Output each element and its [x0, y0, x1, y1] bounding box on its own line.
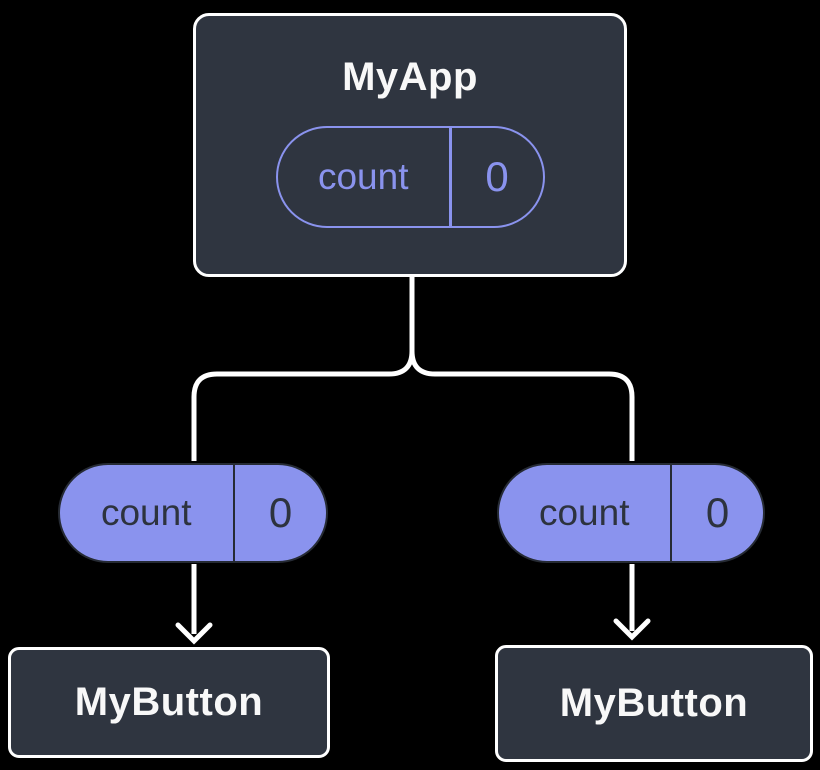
arrow-head-icon [613, 618, 651, 641]
prop-name-label: count [538, 492, 630, 533]
pill-divider [232, 465, 235, 561]
state-pill-myapp: count 0 [275, 126, 545, 228]
edge-root-to-right-pill [409, 276, 635, 461]
component-title-myapp: MyApp [342, 55, 478, 99]
state-value-label: 0 [485, 153, 509, 200]
prop-pill-left: count 0 [58, 463, 328, 563]
component-title-mybutton-right: MyButton [559, 681, 749, 725]
pill-divider [669, 465, 672, 561]
component-node-mybutton-left: MyButton [8, 647, 330, 758]
arrow-left-pill-to-button [175, 564, 213, 645]
prop-name-label: count [100, 492, 192, 533]
component-node-mybutton-right: MyButton [495, 645, 813, 762]
arrow-right-pill-to-button [613, 564, 651, 641]
pill-divider [449, 128, 452, 226]
prop-pill-right: count 0 [497, 463, 765, 563]
component-title-mybutton-left: MyButton [74, 680, 264, 724]
prop-value-label: 0 [268, 489, 293, 536]
component-node-myapp: MyApp count 0 [193, 13, 627, 277]
arrow-head-icon [175, 622, 213, 645]
edge-root-to-left-pill [191, 276, 415, 461]
prop-value-label: 0 [705, 489, 730, 536]
state-name-label: count [317, 156, 409, 197]
